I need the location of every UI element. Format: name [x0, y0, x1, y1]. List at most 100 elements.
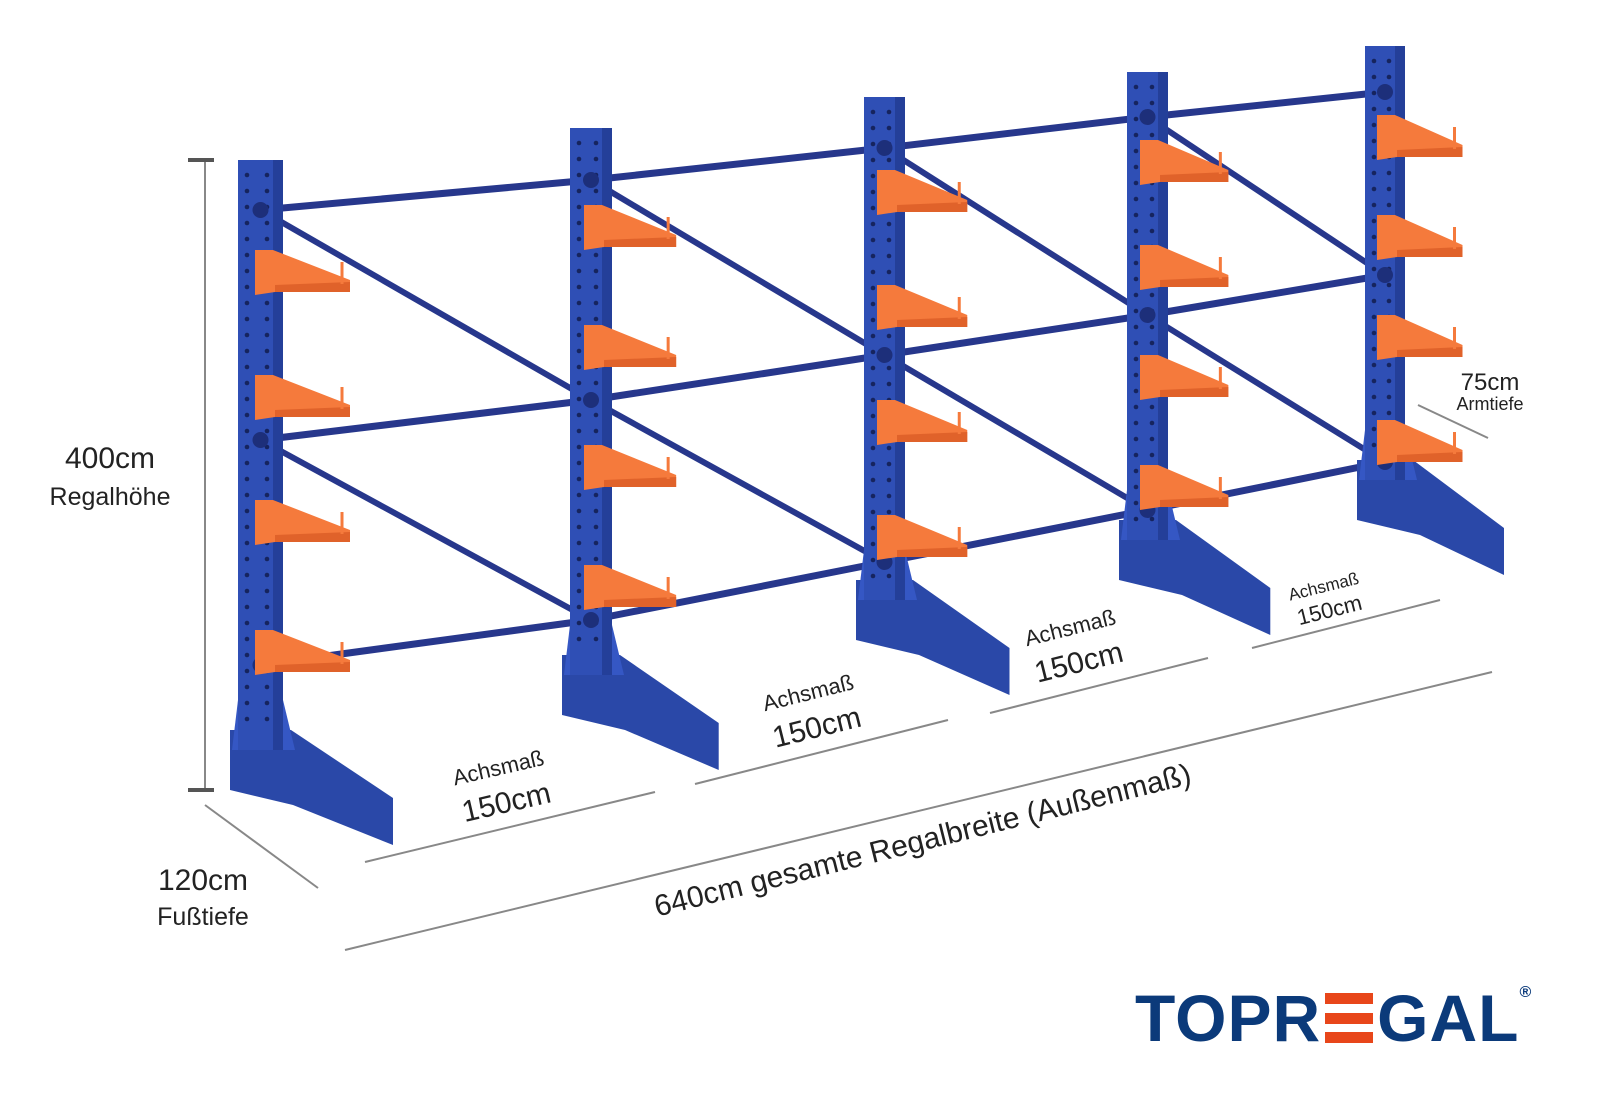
perforation: [576, 236, 582, 242]
perforation: [1133, 468, 1139, 474]
perforation: [244, 508, 250, 514]
perforation: [593, 524, 599, 530]
perforation: [244, 252, 250, 258]
bolt: [1139, 109, 1156, 125]
perforation: [1386, 410, 1392, 416]
perforation: [264, 188, 270, 194]
perforation: [593, 268, 599, 274]
bolt: [583, 392, 599, 408]
bay-label-3: Achsmaß 150cm: [1022, 604, 1126, 689]
perforation: [1371, 106, 1377, 112]
perforation: [593, 252, 599, 258]
perforation: [1133, 228, 1139, 234]
perforation: [1133, 148, 1139, 154]
cantilever-arm: [1140, 140, 1229, 185]
perforation: [576, 540, 582, 546]
perforation: [593, 380, 599, 386]
diagonal-brace: [259, 207, 593, 403]
perforation: [1149, 516, 1155, 522]
perforation: [1133, 452, 1139, 458]
perforation: [244, 668, 250, 674]
perforation: [576, 140, 582, 146]
perforation: [1149, 100, 1155, 106]
perforation: [1133, 116, 1139, 122]
diagonal-brace: [882, 145, 1150, 318]
horizontal-brace: [883, 311, 1149, 359]
perforation: [244, 268, 250, 274]
perforation: [244, 316, 250, 322]
perforation: [264, 460, 270, 466]
perforation: [264, 572, 270, 578]
perforation: [264, 364, 270, 370]
perforation: [870, 157, 876, 163]
perforation: [1371, 282, 1377, 288]
perforation: [1386, 298, 1392, 304]
perforation: [1133, 212, 1139, 218]
perforation: [1149, 452, 1155, 458]
perforation: [244, 284, 250, 290]
total-width-dimension-line: [344, 671, 1493, 951]
perforation: [1149, 340, 1155, 346]
cantilever-arm: [255, 630, 350, 675]
perforation: [1133, 420, 1139, 426]
perforation: [244, 460, 250, 466]
perforation: [1371, 234, 1377, 240]
perforation: [886, 253, 892, 259]
perforation: [576, 620, 582, 626]
perforation: [244, 556, 250, 562]
perforation: [886, 509, 892, 515]
cantilever-arm: [1377, 315, 1463, 360]
perforation: [576, 588, 582, 594]
perforation: [870, 285, 876, 291]
cantilever-arm: [1140, 355, 1229, 400]
cantilever-arm: [1377, 215, 1463, 260]
base-foot: [1119, 520, 1271, 635]
horizontal-brace: [1147, 88, 1386, 121]
horizontal-brace: [590, 351, 886, 404]
perforation: [1149, 404, 1155, 410]
perforation: [1133, 164, 1139, 170]
perforation: [1133, 340, 1139, 346]
perforation: [870, 557, 876, 563]
arm-value: 75cm: [1461, 369, 1520, 396]
uprights: [230, 46, 1504, 845]
perforation: [576, 268, 582, 274]
perforation: [576, 204, 582, 210]
perforation: [1133, 180, 1139, 186]
diagonal-brace: [589, 397, 886, 565]
perforation: [264, 620, 270, 626]
perforation: [244, 620, 250, 626]
perforation: [1133, 292, 1139, 298]
perforation: [576, 332, 582, 338]
perforation: [1386, 282, 1392, 288]
perforation: [1133, 516, 1139, 522]
bolt: [1377, 84, 1393, 100]
perforation: [593, 412, 599, 418]
perforation: [1133, 308, 1139, 314]
perforation: [870, 109, 876, 115]
perforation: [886, 493, 892, 499]
perforation: [870, 317, 876, 323]
perforation: [1386, 378, 1392, 384]
cantilever-arm: [877, 400, 968, 445]
perforation: [244, 444, 250, 450]
perforation: [870, 509, 876, 515]
perforation: [886, 109, 892, 115]
perforation: [1386, 58, 1392, 64]
perforation: [1149, 436, 1155, 442]
perforation: [870, 445, 876, 451]
perforation: [244, 428, 250, 434]
base-foot: [562, 655, 719, 770]
perforation: [1133, 484, 1139, 490]
foot-value: 120cm: [158, 864, 248, 897]
perforation: [870, 301, 876, 307]
perforation: [1386, 170, 1392, 176]
foot-caption: Fußtiefe: [157, 903, 249, 931]
perforation: [264, 604, 270, 610]
perforation: [1133, 500, 1139, 506]
perforation: [1133, 356, 1139, 362]
perforation: [264, 348, 270, 354]
perforation: [1133, 84, 1139, 90]
perforation: [576, 604, 582, 610]
perforation: [576, 460, 582, 466]
